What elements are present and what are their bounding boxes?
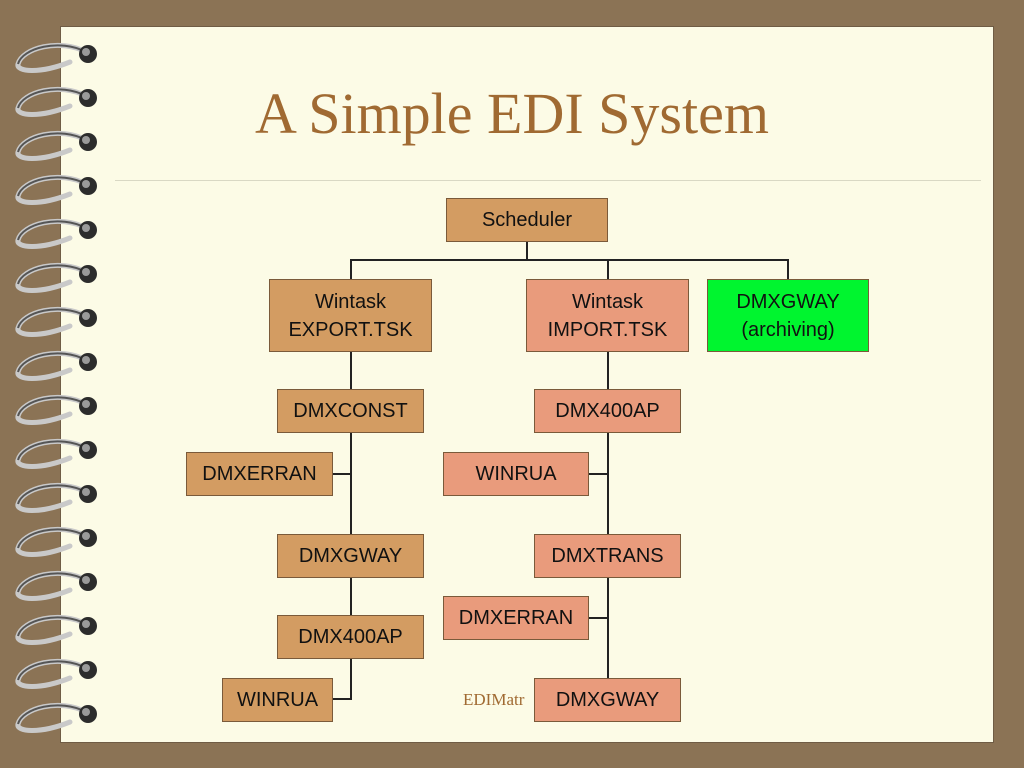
import-step-node: DMX400AP (534, 389, 681, 433)
connector (350, 259, 352, 279)
connector (526, 241, 528, 261)
spiral-ring-icon (15, 526, 97, 557)
connector (607, 351, 609, 389)
title-divider (115, 180, 981, 181)
spiral-ring-icon (15, 350, 97, 381)
footer-text: EDIMatr (463, 690, 525, 709)
spiral-ring-icon (15, 86, 97, 117)
spiral-ring-icon (15, 702, 97, 733)
import-step-node: DMXTRANS (534, 534, 681, 578)
archiving-gateway-node: DMXGWAY (archiving) (707, 279, 869, 352)
spiral-ring-icon (15, 482, 97, 513)
connector (333, 698, 352, 700)
spiral-ring-icon (15, 614, 97, 645)
export-task-node: Wintask EXPORT.TSK (269, 279, 432, 352)
export-step-node: DMX400AP (277, 615, 424, 659)
spiral-ring-icon (15, 658, 97, 689)
connector (588, 617, 609, 619)
export-step-node: DMXCONST (277, 389, 424, 433)
connector (350, 259, 789, 261)
import-step-node: DMXGWAY (534, 678, 681, 722)
spiral-rings-icon (15, 42, 97, 733)
spiral-ring-icon (15, 306, 97, 337)
export-side-node: DMXERRAN (186, 452, 333, 496)
slide-title: A Simple EDI System (255, 81, 769, 146)
connector (588, 473, 609, 475)
scheduler-node: Scheduler (446, 198, 608, 242)
connector (350, 351, 352, 389)
spiral-ring-icon (15, 218, 97, 249)
export-step-node: DMXGWAY (277, 534, 424, 578)
connector (787, 259, 789, 279)
connector (333, 473, 352, 475)
spiral-ring-icon (15, 570, 97, 601)
export-side-node: WINRUA (222, 678, 333, 722)
spiral-ring-icon (15, 174, 97, 205)
spiral-ring-icon (15, 42, 97, 73)
spiral-ring-icon (15, 438, 97, 469)
import-task-node: Wintask IMPORT.TSK (526, 279, 689, 352)
spiral-ring-icon (15, 130, 97, 161)
import-side-node: DMXERRAN (443, 596, 589, 640)
spiral-ring-icon (15, 262, 97, 293)
connector (607, 259, 609, 279)
import-side-node: WINRUA (443, 452, 589, 496)
spiral-ring-icon (15, 394, 97, 425)
